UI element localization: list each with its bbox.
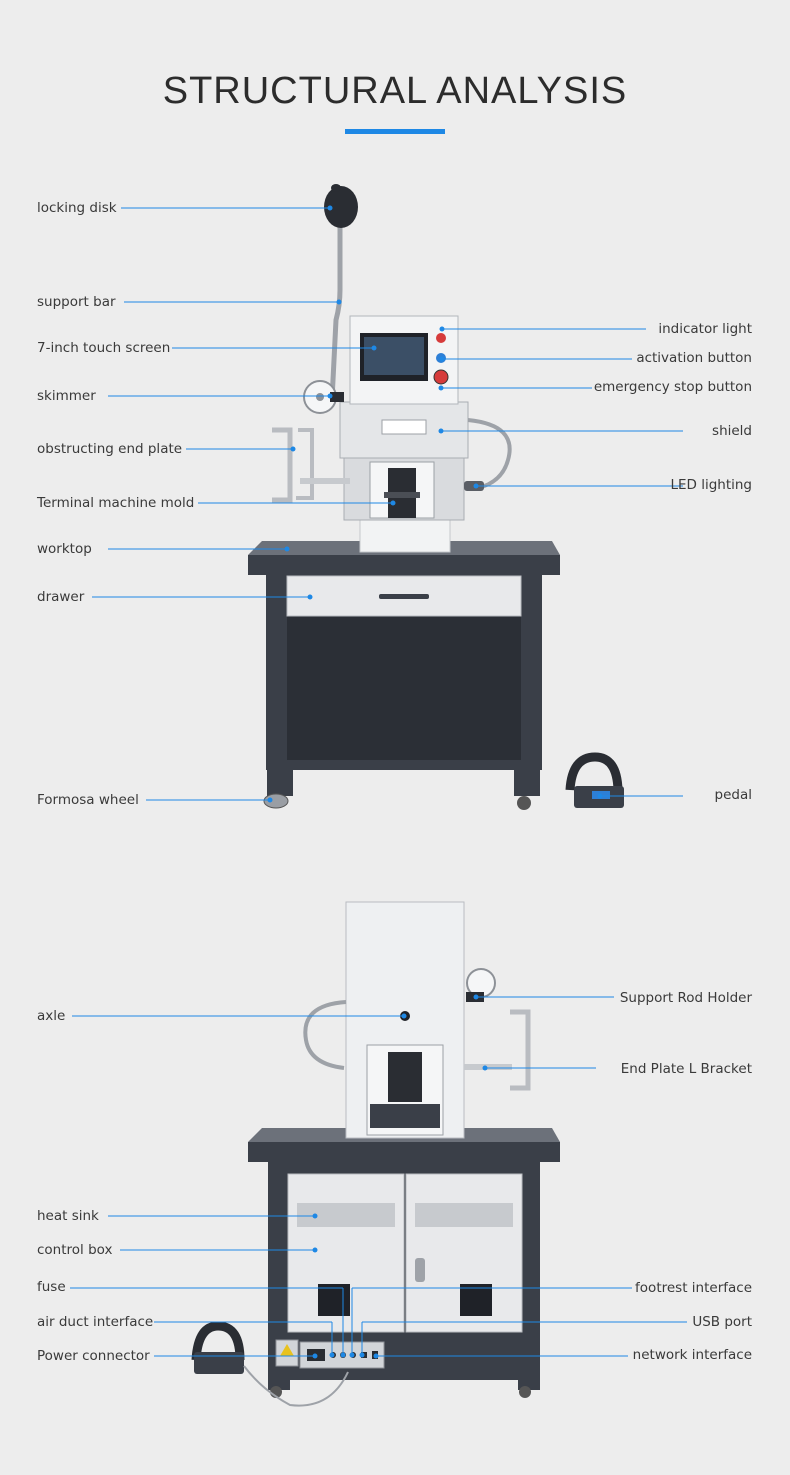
label-terminal-machine-mold: Terminal machine mold xyxy=(37,495,195,511)
support-bar xyxy=(329,225,343,401)
label-worktop: worktop xyxy=(37,541,92,557)
rear-machine-illustration xyxy=(191,901,560,1407)
title-underline xyxy=(345,129,445,134)
emergency-stop-illus xyxy=(433,369,449,385)
label-network-interface: network interface xyxy=(632,1347,752,1363)
label-end-plate-l-bracket: End Plate L Bracket xyxy=(620,1061,752,1077)
label-axle: axle xyxy=(37,1008,66,1024)
locking-disk xyxy=(324,186,358,228)
label-heat-sink: heat sink xyxy=(37,1208,99,1224)
label-air-duct-interface: air duct interface xyxy=(37,1314,154,1330)
end-plate-l-bracket xyxy=(510,1009,531,1091)
label-activation-button: activation button xyxy=(636,350,752,366)
front-machine-illustration xyxy=(248,184,624,810)
front-leader-dots xyxy=(267,205,603,803)
label-footrest-interface: footrest interface xyxy=(635,1280,752,1296)
heat-sink xyxy=(297,1203,395,1227)
label-support-rod-holder: Support Rod Holder xyxy=(619,990,752,1006)
label-led-lighting: LED lighting xyxy=(670,477,752,493)
formosa-wheel xyxy=(263,793,289,809)
pedal-guard xyxy=(565,752,623,791)
label-drawer: drawer xyxy=(37,589,85,605)
label-support-bar: support bar xyxy=(37,294,116,310)
label-power-connector: Power connector xyxy=(37,1348,150,1364)
rear-leader-lines xyxy=(70,996,687,1357)
label-pedal: pedal xyxy=(714,787,752,803)
label-formosa-wheel: Formosa wheel xyxy=(37,792,139,808)
label-skimmer: skimmer xyxy=(37,388,96,404)
front-leader-lines xyxy=(92,207,683,801)
label-locking-disk: locking disk xyxy=(37,200,117,216)
obstructing-end-plate xyxy=(272,427,293,503)
label-touch-screen: 7-inch touch screen xyxy=(37,340,171,356)
indicator-light-illus xyxy=(436,333,446,343)
led-gooseneck xyxy=(467,418,512,490)
label-usb-port: USB port xyxy=(692,1314,752,1330)
front-cabinet-opening xyxy=(287,615,521,760)
label-indicator-light: indicator light xyxy=(658,321,752,337)
label-control-box: control box xyxy=(37,1242,113,1258)
label-emergency-stop-button: emergency stop button xyxy=(593,379,752,395)
page-title: STRUCTURAL ANALYSIS xyxy=(162,70,628,112)
drawer-handle xyxy=(379,594,429,599)
label-fuse: fuse xyxy=(37,1279,66,1295)
rear-leader-dots xyxy=(312,994,488,1359)
control-box xyxy=(287,1173,405,1333)
label-obstructing-end-plate: obstructing end plate xyxy=(37,441,183,457)
label-shield: shield xyxy=(712,423,752,439)
